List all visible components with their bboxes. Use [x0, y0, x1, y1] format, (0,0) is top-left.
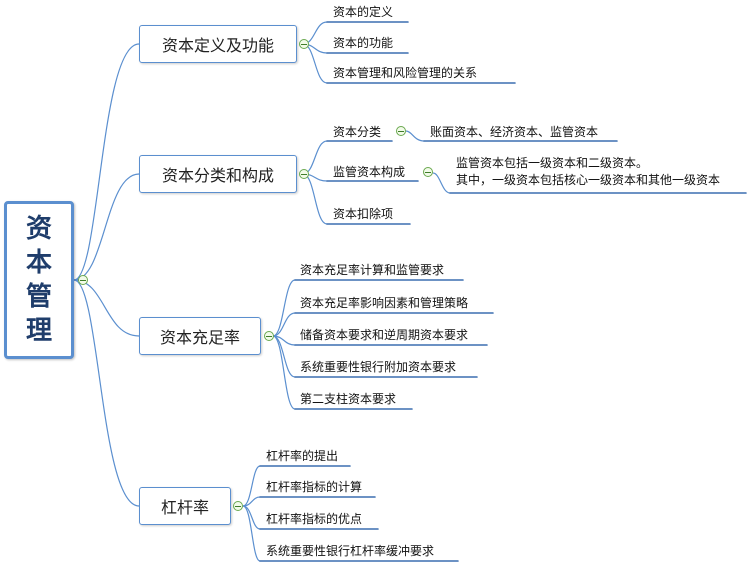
link-t2-sub-3 — [302, 173, 328, 225]
link-t3-leaf-5 — [272, 335, 296, 410]
collapse-minus-icon[interactable] — [78, 275, 88, 285]
topic-label: 杠杆率 — [160, 498, 209, 517]
collapse-minus-icon[interactable] — [264, 331, 274, 341]
topic-label: 资本分类和构成 — [161, 166, 274, 185]
link-root-topic-4 — [73, 279, 140, 507]
link-t3-leaf-1 — [272, 279, 296, 337]
link-t4-leaf-2 — [242, 496, 261, 507]
topic-label: 资本充足率 — [159, 328, 240, 347]
root-topic[interactable]: 资本管理 — [4, 201, 74, 359]
leaf-capital-definition[interactable]: 资本的定义 — [333, 5, 394, 19]
note-regulatory-capital[interactable]: 监管资本包括一级资本和二级资本。 其中，一级资本包括核心一级资本和其他一级资本 — [456, 155, 720, 189]
link-root-topic-3 — [73, 279, 140, 337]
leaf-pillar2[interactable]: 第二支柱资本要求 — [300, 392, 397, 406]
leaf-capital-risk-relation[interactable]: 资本管理和风险管理的关系 — [333, 66, 478, 80]
leaf-leverage-origin[interactable]: 杠杆率的提出 — [266, 449, 339, 463]
link-class-note — [405, 130, 425, 142]
subtopic-capital-class[interactable]: 资本分类 — [333, 125, 382, 139]
link-composition-note — [432, 172, 451, 194]
link-root-topic-2 — [73, 173, 140, 281]
link-t4-leaf-4 — [242, 505, 261, 562]
note-capital-types[interactable]: 账面资本、经济资本、监管资本 — [430, 125, 599, 139]
leaf-car-calculation[interactable]: 资本充足率计算和监管要求 — [300, 263, 445, 277]
link-t4-leaf-1 — [242, 465, 261, 507]
topic-capital-definition[interactable]: 资本定义及功能 — [139, 25, 297, 63]
collapse-minus-icon[interactable] — [299, 169, 309, 179]
collapse-minus-icon[interactable] — [423, 167, 433, 177]
note-line-1: 监管资本包括一级资本和二级资本。 — [456, 156, 649, 170]
leaf-sib-leverage-buffer[interactable]: 系统重要性银行杠杆率缓冲要求 — [266, 544, 435, 558]
topic-capital-adequacy-ratio[interactable]: 资本充足率 — [139, 317, 261, 355]
leaf-buffer-requirements[interactable]: 储备资本要求和逆周期资本要求 — [300, 328, 469, 342]
note-line-2: 其中，一级资本包括核心一级资本和其他一级资本 — [456, 173, 721, 187]
leaf-capital-function[interactable]: 资本的功能 — [333, 36, 394, 50]
link-t1-leaf-3 — [302, 43, 328, 84]
collapse-minus-icon[interactable] — [299, 39, 309, 49]
topic-capital-classification[interactable]: 资本分类和构成 — [139, 155, 297, 193]
link-t4-leaf-3 — [242, 505, 261, 530]
link-root-topic-1 — [73, 43, 140, 281]
topic-leverage-ratio[interactable]: 杠杆率 — [139, 487, 231, 525]
subtopic-regulatory-capital[interactable]: 监管资本构成 — [333, 165, 406, 179]
subtopic-capital-deductions[interactable]: 资本扣除项 — [333, 207, 394, 221]
leaf-car-factors[interactable]: 资本充足率影响因素和管理策略 — [300, 296, 469, 310]
root-topic-label: 资本管理 — [26, 214, 53, 346]
leaf-sib-surcharge[interactable]: 系统重要性银行附加资本要求 — [300, 360, 457, 374]
collapse-minus-icon[interactable] — [396, 126, 406, 136]
link-t3-leaf-2 — [272, 312, 296, 337]
topic-label: 资本定义及功能 — [161, 36, 274, 55]
leaf-leverage-advantages[interactable]: 杠杆率指标的优点 — [266, 512, 363, 526]
leaf-leverage-calculation[interactable]: 杠杆率指标的计算 — [266, 480, 363, 494]
collapse-minus-icon[interactable] — [233, 501, 243, 511]
